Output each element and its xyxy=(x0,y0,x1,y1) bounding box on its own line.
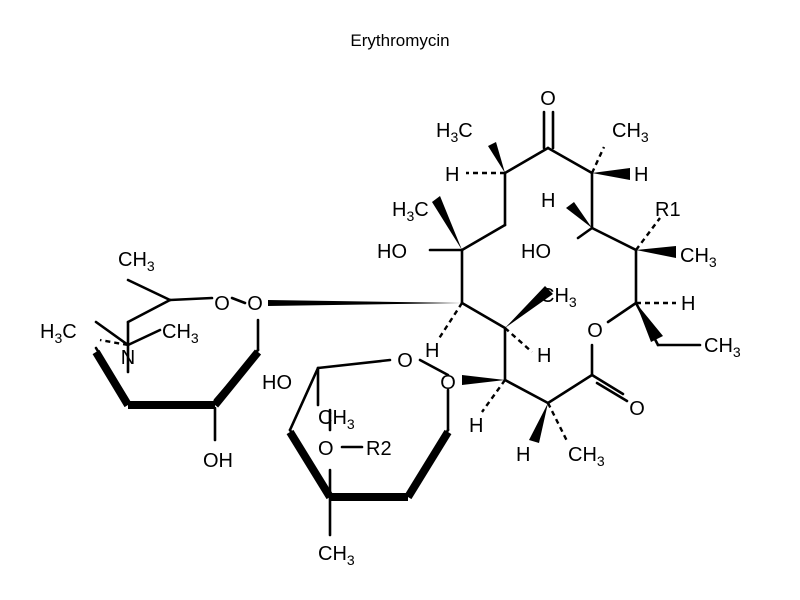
atom-h-top-right: H xyxy=(634,164,648,186)
atom-h-bottom: H xyxy=(516,444,530,466)
label-hydroxyl-left: HO xyxy=(377,241,407,263)
label-ethyl-methyl: CH3 xyxy=(704,335,741,360)
atom-ketone-oxygen: O xyxy=(540,88,556,110)
label-hydroxyl-sugar-left: OH xyxy=(203,450,233,472)
atom-sugar-right-ring-oxygen: O xyxy=(397,350,413,372)
atom-lactone-carbonyl-oxygen: O xyxy=(629,398,645,420)
atom-sugar-left-ring-oxygen: O xyxy=(214,293,230,315)
label-n-methyl-ch3: CH3 xyxy=(162,321,199,346)
diagram-title: Erythromycin xyxy=(350,31,449,50)
label-sugar-left-methyl: CH3 xyxy=(118,249,155,274)
atom-ring-oxygen: O xyxy=(587,320,603,342)
atom-h-lower-left: H xyxy=(425,340,439,362)
atom-h-lower: H xyxy=(469,415,483,437)
bold-bonds xyxy=(92,349,452,501)
atom-h-inner: H xyxy=(541,190,555,212)
label-r1: R1 xyxy=(655,199,681,221)
atom-h-lower-center: H xyxy=(537,345,551,367)
label-methyl-right: CH3 xyxy=(680,245,717,270)
label-methyl-h3c-left: H3C xyxy=(392,199,429,224)
label-sugar-right-methyl: CH3 xyxy=(318,407,355,432)
label-methyl-bottom: CH3 xyxy=(568,444,605,469)
atom-h-top-left: H xyxy=(445,164,459,186)
atom-labels: O H3C CH3 H H H3C H R1 HO HO CH3 CH3 H O… xyxy=(40,88,741,568)
label-methyl-center: CH3 xyxy=(540,285,577,310)
wedge-bonds xyxy=(268,142,676,443)
hashed-bonds xyxy=(99,146,676,444)
label-sugar-right-bottom-methyl: CH3 xyxy=(318,543,355,568)
label-hydroxyl-sugar-right: HO xyxy=(262,372,292,394)
atom-methoxy-oxygen: O xyxy=(318,438,334,460)
atom-h-right: H xyxy=(681,293,695,315)
atom-glycosidic-oxygen-right: O xyxy=(440,372,456,394)
label-hydroxyl-inner: HO xyxy=(521,241,551,263)
label-r2: R2 xyxy=(366,438,392,460)
atom-nitrogen: N xyxy=(121,347,135,369)
label-methyl-h3c-top: H3C xyxy=(436,120,473,145)
atom-glycosidic-oxygen-left: O xyxy=(247,293,263,315)
label-n-methyl-h3c: H3C xyxy=(40,321,77,346)
label-methyl-top-right: CH3 xyxy=(612,120,649,145)
